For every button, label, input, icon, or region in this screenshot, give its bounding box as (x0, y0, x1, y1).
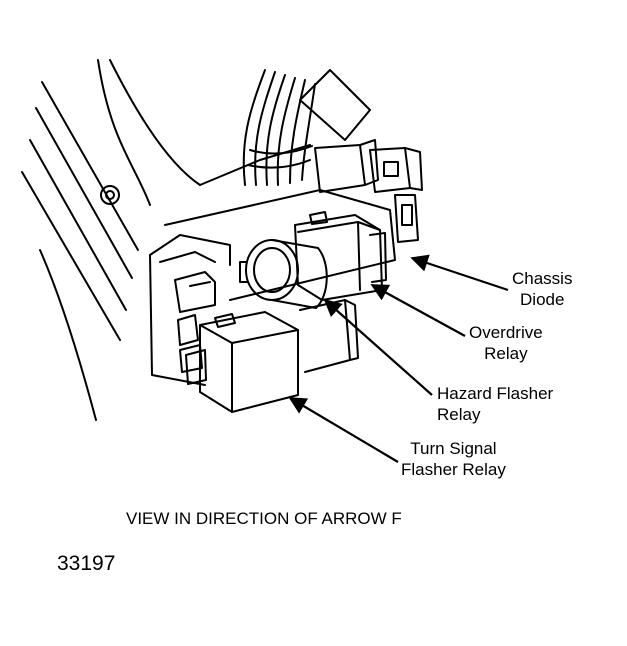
hazard-flasher-relay-leader-arrow (323, 298, 433, 396)
overdrive-relay-body (294, 211, 387, 301)
chassis-diode-label: Chassis Diode (512, 268, 572, 310)
turn-signal-flasher-relay-body (185, 311, 299, 413)
figure-number: 33197 (57, 552, 116, 575)
relay-mounting-bracket (149, 189, 396, 386)
overdrive-relay-leader-arrow (370, 284, 466, 337)
chassis-diode-label-line1: Chassis (512, 269, 573, 288)
wiring-harness (242, 69, 379, 193)
overdrive-relay-label-line2: Relay (484, 344, 528, 363)
turn-signal-flasher-relay-label-line2: Flasher Relay (401, 460, 506, 479)
body-panel-lines (21, 59, 311, 421)
lower-bracket-block (299, 299, 359, 373)
turn-signal-flasher-relay-label: Turn Signal Flasher Relay (401, 438, 506, 480)
overdrive-relay-label-line1: Overdrive (469, 323, 543, 342)
hazard-flasher-relay-label-line2: Relay (437, 405, 481, 424)
hazard-flasher-relay-body (239, 239, 328, 309)
view-caption: VIEW IN DIRECTION OF ARROW F (126, 509, 402, 528)
overdrive-relay-label: Overdrive Relay (469, 322, 543, 364)
turn-signal-flasher-relay-label-line1: Turn Signal (410, 439, 497, 458)
chassis-diode-label-line2: Diode (520, 290, 565, 309)
hazard-flasher-relay-label-line1: Hazard Flasher (437, 384, 554, 403)
chassis-diode-leader-arrow (410, 254, 509, 292)
turn-signal-flasher-relay-leader-arrow (288, 397, 399, 463)
mounting-bolt (100, 185, 120, 205)
upper-connector (369, 147, 423, 243)
hazard-flasher-relay-label: Hazard Flasher Relay (437, 383, 553, 425)
